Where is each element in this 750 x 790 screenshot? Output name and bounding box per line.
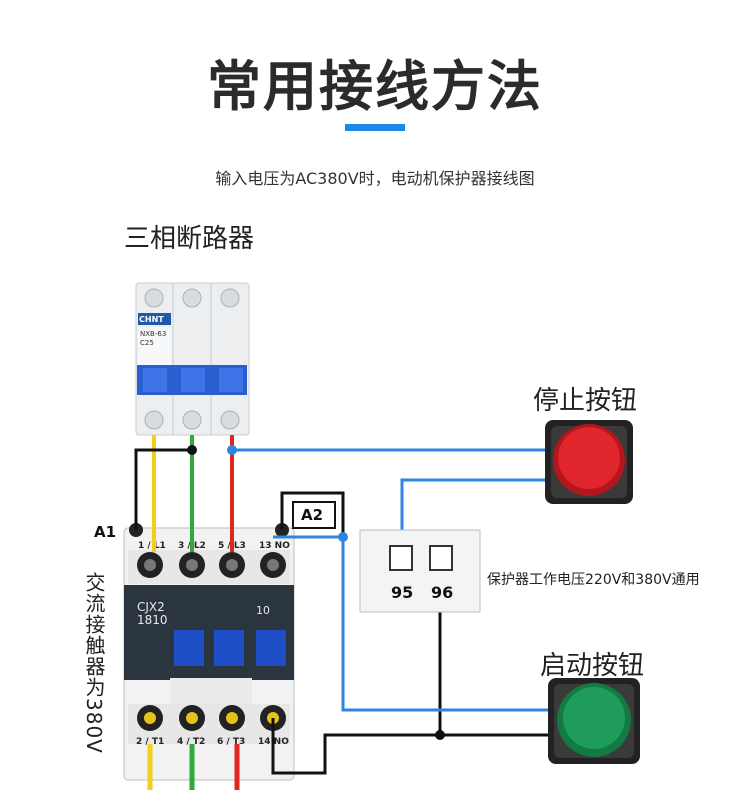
title-underline — [345, 124, 405, 131]
wire-95-blue — [400, 478, 560, 530]
ac-contactor — [123, 527, 295, 781]
terminal-label-13no: 13 NO — [259, 541, 290, 551]
wire-96-black — [271, 612, 442, 775]
breaker-brand: CHNT — [139, 315, 164, 324]
wire-a1-black — [134, 448, 192, 530]
contactor-model-line1: CJX2 — [137, 600, 165, 614]
stop-button — [545, 420, 633, 504]
breaker-label: 三相断路器 — [124, 224, 255, 254]
contactor-model-line2: 1810 — [137, 613, 168, 627]
start-button-label: 启动按钮 — [540, 651, 645, 681]
motor-protector — [359, 529, 481, 613]
coil-a1-label: A1 — [94, 523, 116, 541]
wire-a2-black — [280, 491, 345, 535]
start-button — [548, 678, 640, 764]
terminal-label-t1: 2 / T1 — [136, 737, 164, 747]
terminal-label-l1: 1 / L1 — [138, 541, 166, 551]
terminal-95: 95 — [391, 583, 413, 602]
contactor-contact-type: 10 — [256, 604, 270, 617]
page-subtitle: 输入电压为AC380V时，电动机保护器接线图 — [215, 169, 535, 188]
circuit-breaker — [135, 282, 250, 436]
stop-button-label: 停止按钮 — [533, 386, 638, 416]
wire-start-blue — [273, 535, 560, 712]
terminal-96: 96 — [431, 583, 453, 602]
coil-a2-label: A2 — [301, 506, 323, 524]
breaker-model: NXB-63 — [140, 330, 166, 338]
terminal-label-t2: 4 / T2 — [177, 737, 205, 747]
page-title: 常用接线方法 — [207, 55, 543, 118]
terminal-label-t3: 6 / T3 — [217, 737, 245, 747]
breaker-rating: C25 — [140, 339, 154, 347]
contactor-label: 交流接触器为380V — [82, 572, 106, 754]
protector-note: 保护器工作电压220V和380V通用 — [487, 572, 700, 588]
